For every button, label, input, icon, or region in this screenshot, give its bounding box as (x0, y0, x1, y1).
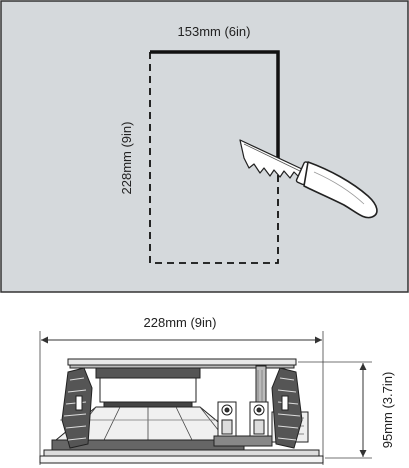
cutout-outline: 153mm (6in) 228mm (9in) (119, 24, 280, 264)
speaker-depth-label: 95mm (3.7in) (380, 372, 395, 449)
speaker-terminals (213, 401, 273, 447)
cutout-height-label: 228mm (9in) (119, 122, 134, 195)
speaker-top-plate (67, 358, 297, 366)
cut-line-dashed (149, 52, 279, 264)
speaker-magnet (95, 367, 201, 379)
cut-line-solid (150, 50, 280, 167)
cutout-width-label: 153mm (6in) (178, 24, 251, 39)
speaker-depth-dimension: 95mm (3.7in) (298, 361, 395, 459)
right-mounting-clamp (271, 367, 303, 449)
speaker-bezel (39, 455, 324, 464)
wall-panel (0, 0, 409, 293)
utility-knife-icon (239, 139, 378, 219)
knife-handle-line (313, 171, 365, 205)
left-mounting-clamp (61, 367, 93, 449)
speaker-side-view (39, 358, 324, 464)
speaker-diameter-label: 228mm (9in) (144, 315, 217, 330)
speaker-diameter-dimension: 228mm (9in) (39, 315, 324, 465)
wall-surface (0, 0, 409, 293)
knife-blade-spine (243, 143, 303, 173)
